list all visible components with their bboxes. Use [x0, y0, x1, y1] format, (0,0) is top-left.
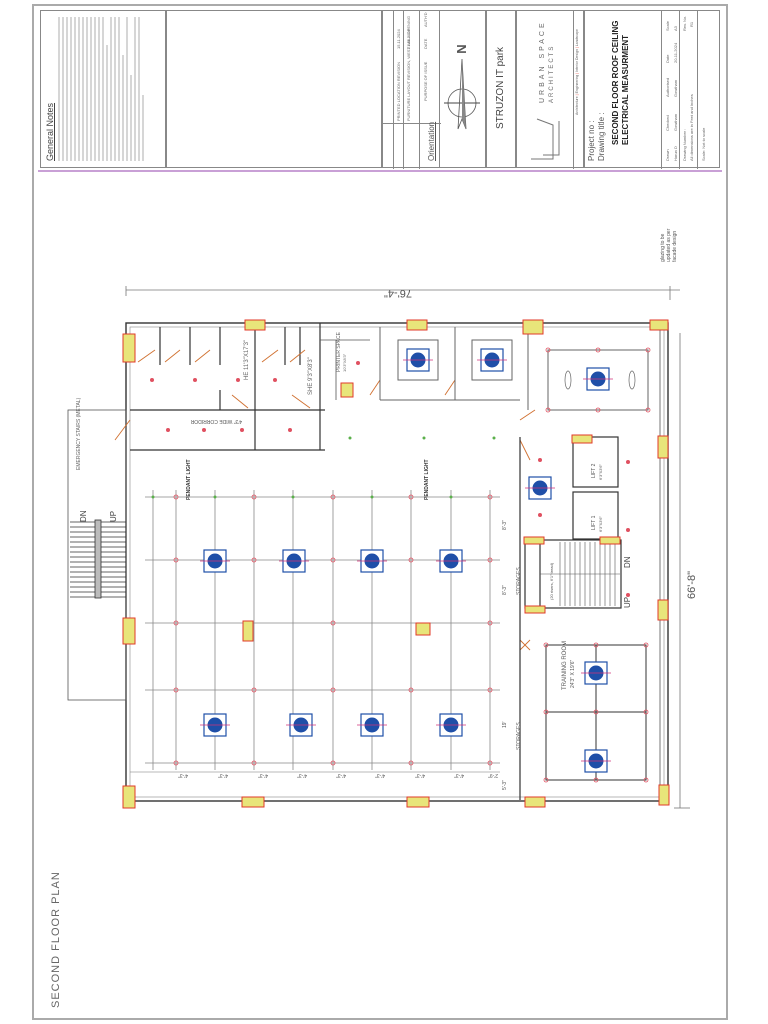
- lift-1-label: LIFT 1: [591, 515, 597, 530]
- toilet-block-walls: [130, 323, 325, 451]
- stair-dn-label: DN: [623, 556, 632, 568]
- title-block: General Notes PRINTED LOCATION REVISION …: [38, 8, 722, 172]
- ac-unit: [525, 476, 555, 500]
- svg-text:5'-3": 5'-3": [502, 780, 508, 790]
- light-points: [173, 347, 651, 783]
- svg-text:8'-3": 8'-3": [502, 520, 508, 530]
- svg-text:4'-3": 4'-3": [218, 772, 228, 778]
- svg-text:4'-3": 4'-3": [415, 772, 425, 778]
- cabin-walls: [379, 327, 649, 411]
- svg-text:8'-3": 8'-3": [502, 585, 508, 595]
- ac-unit: [477, 348, 507, 372]
- general-notes-text-lines: [58, 17, 144, 161]
- stair-up-label: UP: [623, 597, 632, 608]
- emergency-stairs: [67, 409, 127, 701]
- emergency-up-label: UP: [109, 511, 118, 522]
- drawing-title-panel: Project no : Drawing title : SECOND FLOO…: [584, 10, 720, 169]
- blank-panel: [166, 10, 382, 168]
- firm-panel: URBAN SPACE ARCHITECTS Architecture | En…: [516, 10, 584, 169]
- orientation-panel: N: [440, 10, 486, 168]
- toilet-he-label: HE 11'3"X17'3": [244, 340, 250, 380]
- lift-2-size: 6'3"X3'6": [598, 463, 603, 480]
- ac-unit: [403, 348, 433, 372]
- storages-label-1: STORAGES: [516, 567, 522, 595]
- svg-text:4'-3": 4'-3": [454, 772, 464, 778]
- svg-text:2'-9": 2'-9": [488, 772, 498, 778]
- ac-unit: [279, 549, 309, 573]
- overall-width-dimension: 76'-4": [384, 287, 412, 299]
- ac-unit: [357, 549, 387, 573]
- revision-table: PRINTED LOCATION REVISION 15.11.2024 FUR…: [382, 10, 441, 169]
- svg-text:N: N: [454, 44, 469, 53]
- ac-unit: [200, 713, 230, 737]
- drawing-sheet-border: [32, 4, 728, 1020]
- toilet-she-label: SHE 9'3"X8'3": [308, 357, 314, 395]
- pendant-points: [151, 436, 496, 499]
- north-arrow-icon: N: [444, 44, 480, 130]
- view-title: SECOND FLOOR PLAN: [50, 871, 62, 1008]
- firm-logo: [531, 118, 560, 160]
- svg-text:4'-3": 4'-3": [375, 772, 385, 778]
- ac-unit: [581, 749, 611, 773]
- overall-dimension-lines: [125, 286, 690, 809]
- ac-unit: [357, 713, 387, 737]
- structural-columns: [122, 319, 670, 809]
- light-points-filled: [150, 361, 630, 597]
- training-room-label: TRAINING ROOM: [562, 641, 568, 690]
- svg-text:4'-3": 4'-3": [297, 772, 307, 778]
- core-stairs: [540, 542, 620, 606]
- svg-text:4'-3": 4'-3": [336, 772, 346, 778]
- printer-space-label: PRINTER SPACE: [336, 331, 342, 372]
- ac-unit: [200, 549, 230, 573]
- ac-unit: [581, 661, 611, 685]
- pendant-light-label-1: PENDANT LIGHT: [186, 459, 192, 500]
- overall-depth-dimension: 66'-8": [686, 571, 698, 599]
- svg-text:4'-3": 4'-3": [258, 772, 268, 778]
- ac-unit: [436, 549, 466, 573]
- stair-note: (20 risers, 6'1" tread): [549, 562, 554, 600]
- doors: [114, 349, 536, 651]
- ac-cassette-units: [200, 348, 613, 773]
- corridor-label: 4'3" WIDE CORRIDOR: [190, 418, 242, 424]
- printer-space-size: 10'3"X8'3": [342, 353, 347, 372]
- svg-text:19': 19': [502, 721, 508, 728]
- ac-unit: [583, 367, 613, 391]
- pendant-light-label-2: PENDANT LIGHT: [424, 459, 430, 500]
- ac-unit: [436, 713, 466, 737]
- lift-2-label: LIFT 2: [591, 463, 597, 478]
- svg-text:4'-3": 4'-3": [178, 772, 188, 778]
- storages-label-2: STORAGES: [516, 722, 522, 750]
- emergency-dn-label: DN: [79, 510, 88, 522]
- lift-1-size: 6'3"X3'6": [598, 515, 603, 532]
- project-name-panel: STRUZON IT park: [486, 10, 516, 168]
- ac-unit: [286, 713, 316, 737]
- emergency-stairs-label: EMERGENCY STAIRS (METAL): [76, 397, 82, 470]
- general-notes-panel: General Notes: [40, 10, 166, 168]
- training-room-size: 24'3" X 19'6": [570, 660, 576, 688]
- ceiling-fan-icons: [564, 370, 636, 390]
